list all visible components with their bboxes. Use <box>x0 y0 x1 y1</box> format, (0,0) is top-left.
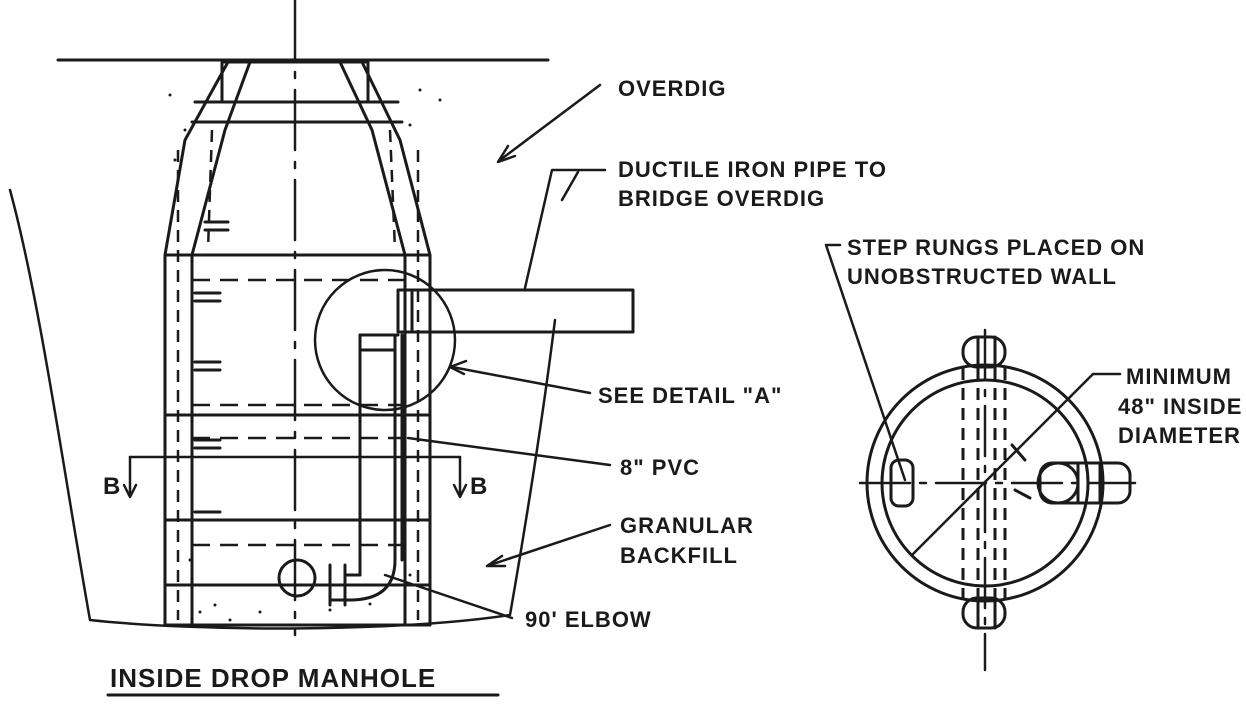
label-minimum-line2: 48" INSIDE <box>1118 394 1242 419</box>
label-granular-line2: BACKFILL <box>620 543 738 568</box>
label-minimum-line1: MINIMUM <box>1126 364 1232 389</box>
label-step-rungs-line1: STEP RUNGS PLACED ON <box>847 235 1145 260</box>
hidden-lines <box>176 129 420 620</box>
label-granular-line1: GRANULAR <box>620 513 754 538</box>
ductile-iron-pipe <box>396 288 635 334</box>
overdig-outline <box>8 188 557 630</box>
label-ductile-iron-pipe-line2: BRIDGE OVERDIG <box>618 186 825 211</box>
pvc-drop-pipe <box>328 333 404 607</box>
plan-view <box>858 328 1137 672</box>
label-overdig: OVERDIG <box>618 76 726 101</box>
section-marker-left: B <box>103 473 121 500</box>
detail-a-circle <box>313 268 457 412</box>
label-minimum-line3: DIAMETER <box>1118 423 1241 448</box>
step-rungs <box>193 220 230 522</box>
drawing-title: INSIDE DROP MANHOLE <box>110 663 436 693</box>
label-step-rungs-line2: UNOBSTRUCTED WALL <box>847 264 1117 289</box>
manhole-structure <box>163 60 432 627</box>
leader-lines <box>383 83 1122 620</box>
section-marker-right: B <box>470 473 488 500</box>
outlet-pipe-circle <box>277 558 317 598</box>
section-cut-line <box>122 455 468 499</box>
label-90-elbow: 90' ELBOW <box>525 607 652 632</box>
label-see-detail-a: SEE DETAIL "A" <box>598 383 782 408</box>
label-8in-pvc: 8" PVC <box>620 455 700 480</box>
label-ductile-iron-pipe-line1: DUCTILE IRON PIPE TO <box>618 157 887 182</box>
